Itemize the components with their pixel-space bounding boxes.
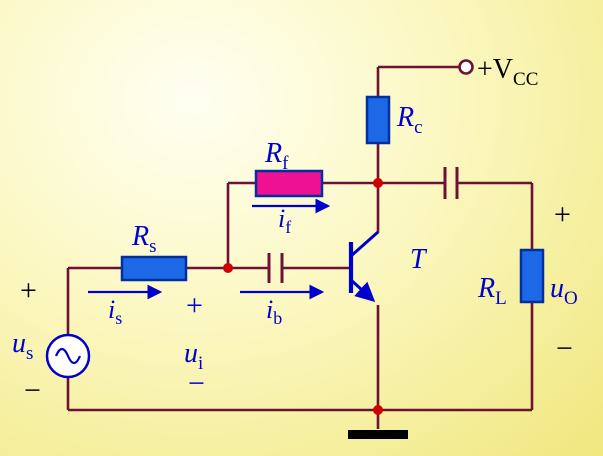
resistor-rf: [254, 169, 324, 198]
resistor-rc: [365, 95, 391, 145]
vcc-terminal: [458, 59, 474, 75]
node-collector-junction: [373, 178, 383, 188]
transistor: [348, 230, 379, 302]
ground-icon: [348, 430, 408, 439]
sine-wave-icon: [54, 347, 82, 365]
label-rs: Rs: [131, 221, 157, 257]
label-vcc: +VCC: [477, 54, 538, 90]
transistor-emitter-lead: [349, 278, 376, 302]
sign-us-minus: −: [24, 374, 41, 407]
label-uo: uO: [550, 273, 578, 309]
resistor-rs: [120, 255, 188, 282]
label-ui: ui: [184, 338, 203, 374]
label-transistor: T: [410, 244, 428, 275]
transistor-collector-lead: [350, 230, 379, 258]
resistor-rl: [519, 248, 545, 304]
label-us: us: [12, 328, 33, 364]
label-is: is: [108, 295, 122, 328]
capacitor-output: [443, 167, 459, 199]
signal-source: [45, 333, 91, 379]
sign-uo-minus: −: [556, 332, 573, 365]
sign-uo-plus: +: [554, 198, 571, 231]
sign-us-plus: +: [20, 274, 37, 307]
capacitor-input: [267, 253, 284, 283]
sign-ui-minus: −: [188, 367, 205, 400]
label-rc: Rc: [396, 102, 423, 138]
sign-ui-plus: +: [186, 289, 203, 322]
label-ib: ib: [266, 295, 282, 328]
wires: [66, 65, 534, 429]
label-rf: Rf: [264, 138, 289, 174]
label-if: if: [278, 204, 291, 237]
node-ground-junction: [373, 405, 383, 415]
label-rl: RL: [477, 273, 507, 309]
node-input-junction: [223, 263, 233, 273]
